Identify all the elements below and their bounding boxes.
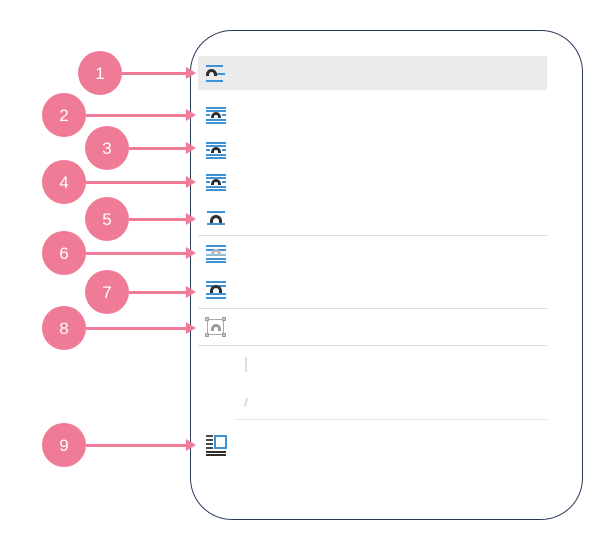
callout-leader-1 xyxy=(122,72,187,75)
menu-item-wrap-none[interactable] xyxy=(198,200,547,234)
menu-separator xyxy=(198,308,547,309)
wrap-context-menu xyxy=(190,30,583,520)
wrap-page-right-icon xyxy=(204,138,228,162)
callout-leader-3 xyxy=(129,147,187,150)
callout-leader-8 xyxy=(86,327,187,330)
callout-badge-7[interactable]: 7 xyxy=(85,270,129,314)
ghost-mark xyxy=(245,357,247,372)
wrap-parallel-icon xyxy=(204,170,228,194)
menu-separator xyxy=(235,419,547,420)
wrap-page-left-icon xyxy=(204,103,228,127)
callout-badge-8[interactable]: 8 xyxy=(42,306,86,350)
callout-badge-2[interactable]: 2 xyxy=(42,93,86,137)
callout-leader-2 xyxy=(86,114,187,117)
menu-item-wrap-parallel[interactable] xyxy=(198,165,547,199)
callout-badge-4[interactable]: 4 xyxy=(42,160,86,204)
callout-badge-5[interactable]: 5 xyxy=(85,197,129,241)
wrap-optimal-icon xyxy=(204,61,228,85)
edit-contour-icon xyxy=(204,315,228,339)
wrap-in-background-icon xyxy=(204,241,228,265)
callout-leader-5 xyxy=(129,218,187,221)
menu-item-wrap-through[interactable] xyxy=(198,272,547,306)
callout-leader-9 xyxy=(86,444,187,447)
menu-item-wrap-page-right[interactable] xyxy=(198,133,547,167)
menu-item-frame-properties[interactable] xyxy=(198,426,547,460)
menu-item-wrap-in-background[interactable] xyxy=(198,236,547,270)
menu-separator xyxy=(198,235,547,236)
wrap-none-icon xyxy=(204,205,228,229)
menu-separator xyxy=(198,345,547,346)
callout-leader-6 xyxy=(86,252,187,255)
callout-leader-7 xyxy=(129,291,187,294)
callout-badge-1[interactable]: 1 xyxy=(78,51,122,95)
menu-item-edit-contour[interactable] xyxy=(198,310,547,344)
callout-badge-6[interactable]: 6 xyxy=(42,231,86,275)
menu-item-wrap-page-left[interactable] xyxy=(198,98,547,132)
wrap-through-icon xyxy=(204,277,228,301)
callout-badge-9[interactable]: 9 xyxy=(42,423,86,467)
callout-badge-3[interactable]: 3 xyxy=(85,126,129,170)
callout-leader-4 xyxy=(86,181,187,184)
frame-properties-icon xyxy=(204,431,228,456)
menu-item-wrap-optimal[interactable] xyxy=(198,56,547,90)
